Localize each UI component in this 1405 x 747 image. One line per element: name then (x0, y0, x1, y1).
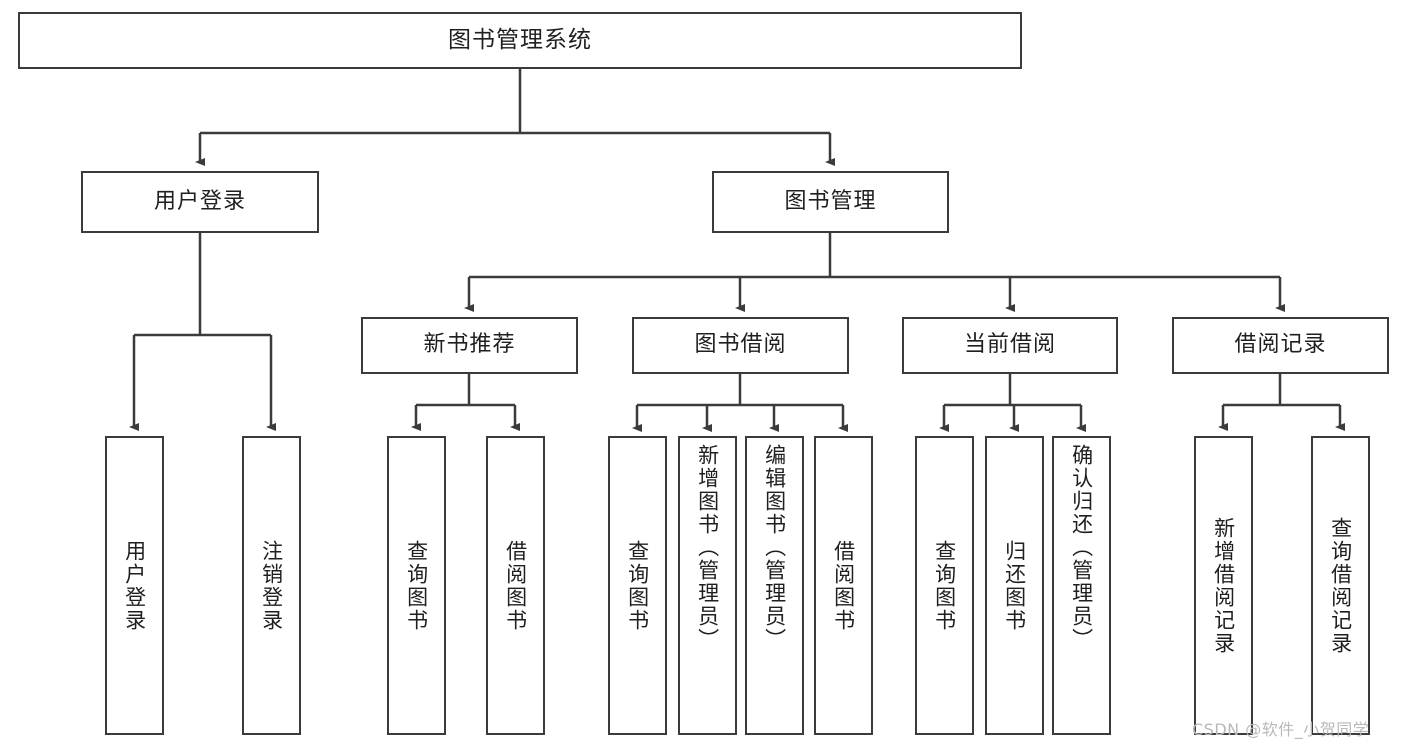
node-leaf-borrow-book[interactable]: 借阅图书 (814, 436, 873, 735)
node-leaf-logout[interactable]: 注销登录 (242, 436, 301, 735)
node-leaf-user-login[interactable]: 用户登录 (105, 436, 164, 735)
node-level3-new-book-recommend[interactable]: 新书推荐 (361, 317, 578, 374)
node-leaf-query-book-current[interactable]: 查询图书 (915, 436, 974, 735)
node-root[interactable]: 图书管理系统 (18, 12, 1022, 69)
node-leaf-borrow-book-recommend[interactable]: 借阅图书 (486, 436, 545, 735)
node-level3-current-borrow[interactable]: 当前借阅 (902, 317, 1118, 374)
node-leaf-query-borrow-record[interactable]: 查询借阅记录 (1311, 436, 1370, 735)
node-leaf-add-book-admin[interactable]: 新增图书（管理员） (678, 436, 737, 735)
node-level3-borrow-records[interactable]: 借阅记录 (1172, 317, 1389, 374)
node-level2-book-management[interactable]: 图书管理 (712, 171, 949, 233)
node-level3-book-borrow[interactable]: 图书借阅 (632, 317, 849, 374)
node-leaf-add-borrow-record[interactable]: 新增借阅记录 (1194, 436, 1253, 735)
node-leaf-query-book-recommend[interactable]: 查询图书 (387, 436, 446, 735)
node-leaf-edit-book-admin[interactable]: 编辑图书（管理员） (745, 436, 804, 735)
node-leaf-query-book-borrow[interactable]: 查询图书 (608, 436, 667, 735)
node-level2-user-login[interactable]: 用户登录 (81, 171, 319, 233)
node-leaf-confirm-return-admin[interactable]: 确认归还（管理员） (1052, 436, 1111, 735)
node-leaf-return-book[interactable]: 归还图书 (985, 436, 1044, 735)
csdn-watermark: CSDN @软件_小贺同学 (1192, 720, 1370, 739)
